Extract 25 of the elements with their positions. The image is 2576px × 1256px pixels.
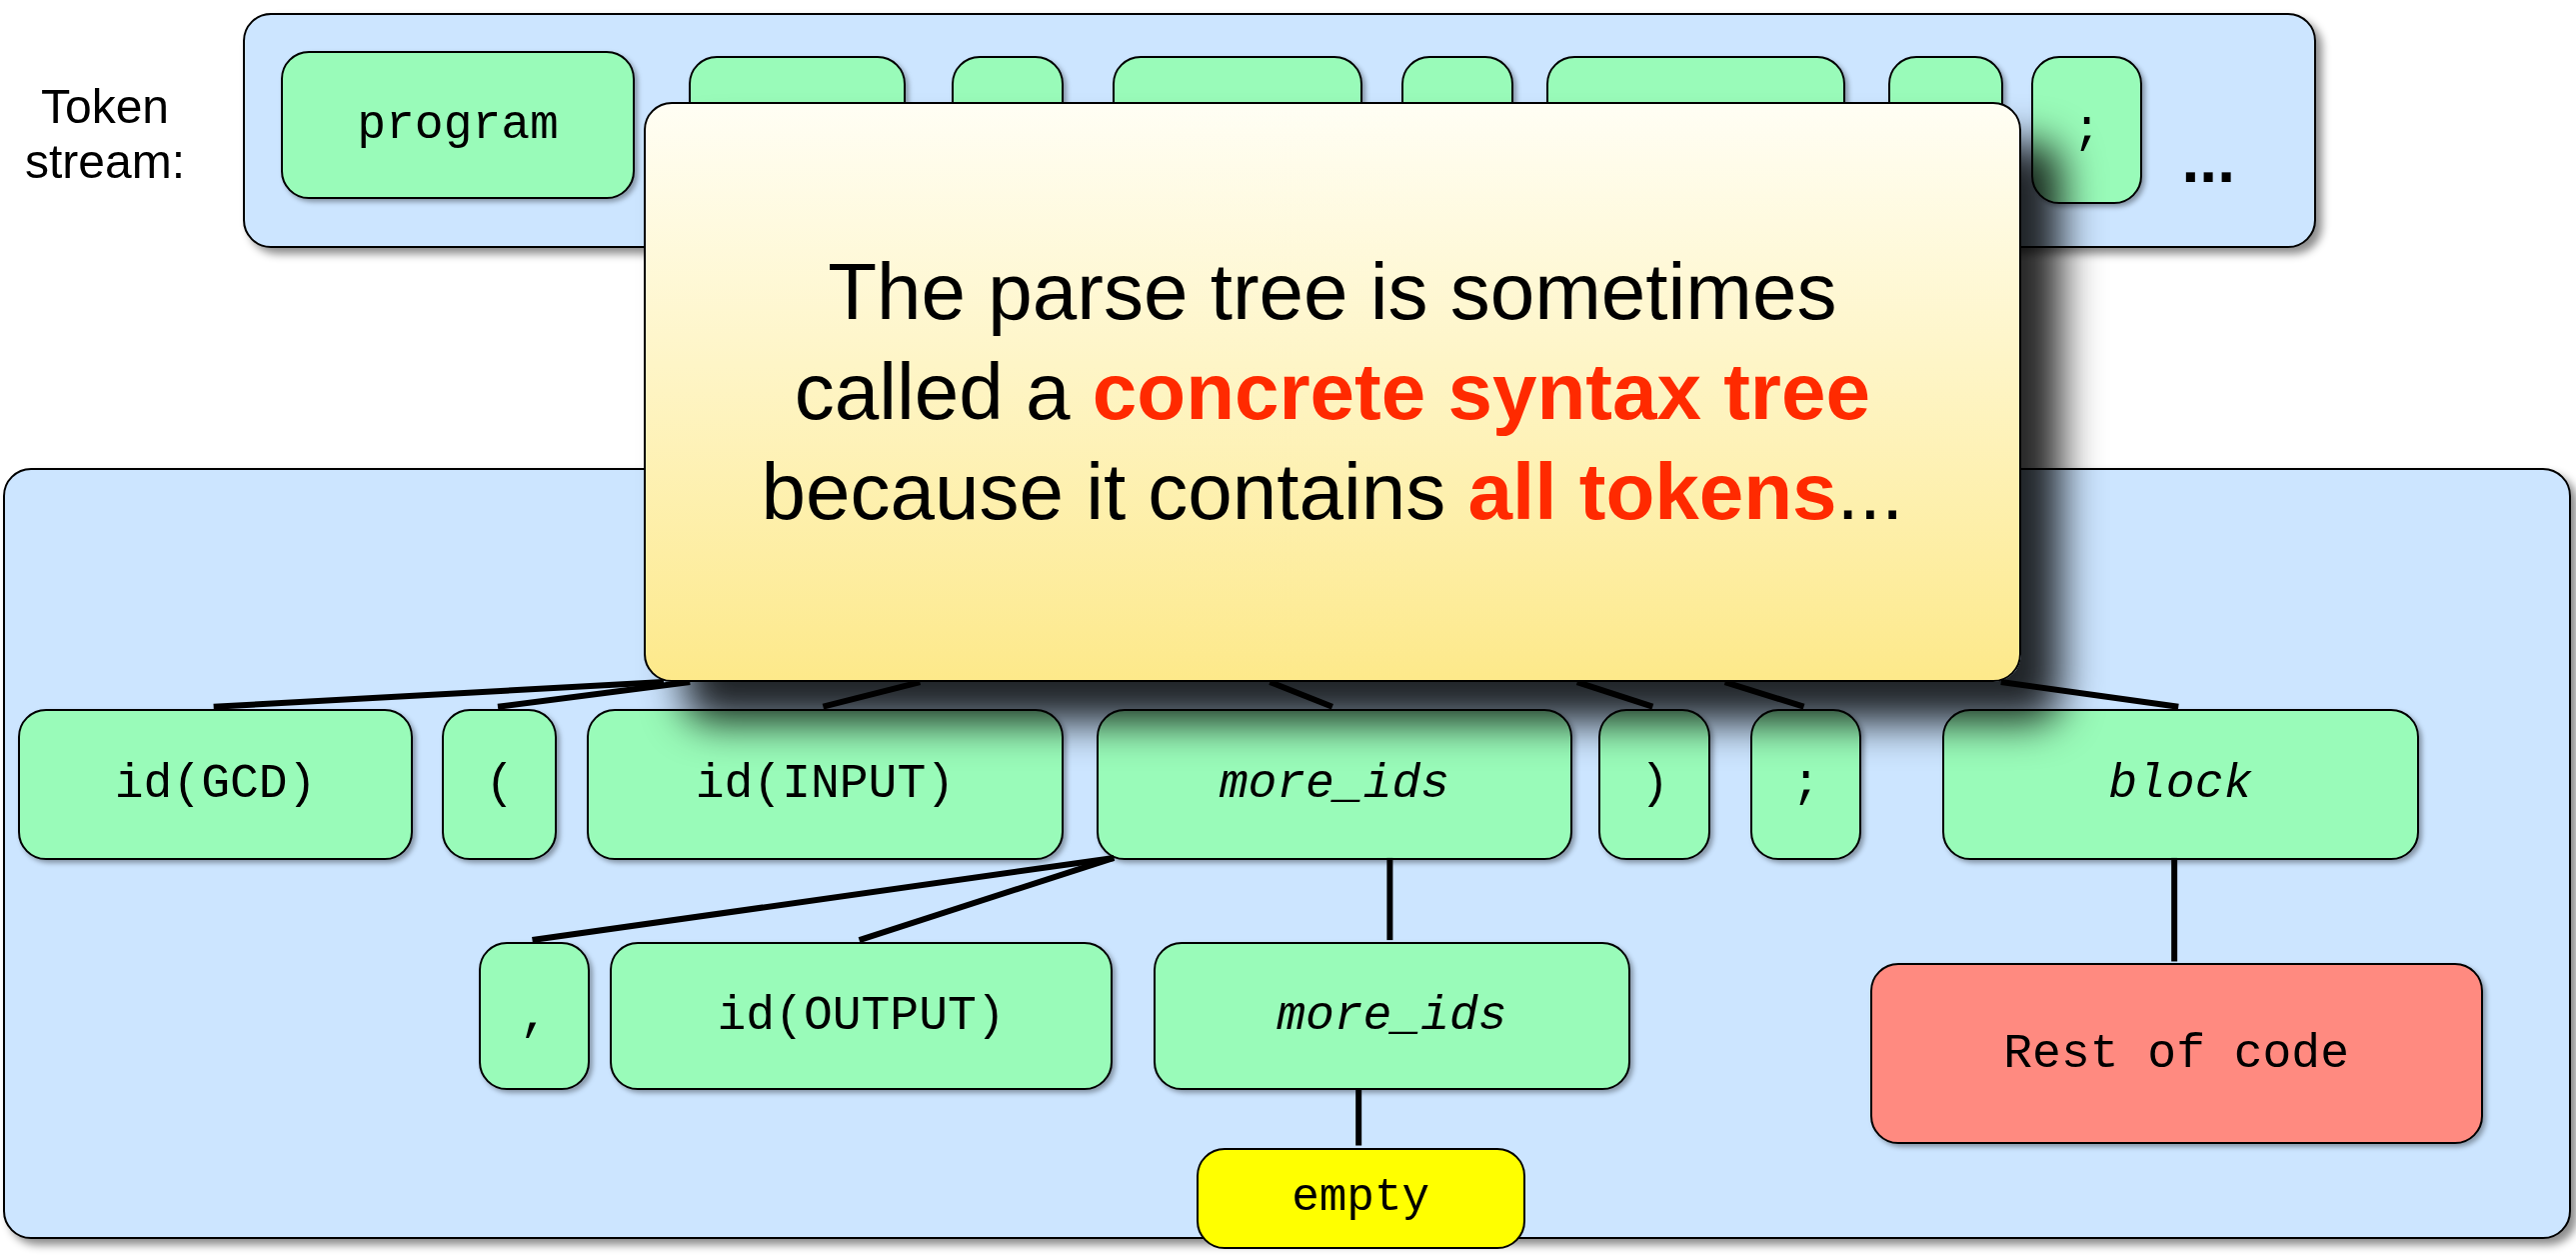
tree-node-box: (	[442, 708, 558, 860]
tree-edge	[532, 854, 1115, 944]
tree-node-box: id(GCD)	[18, 708, 413, 860]
token-box: program	[281, 51, 635, 200]
tree-edge	[2171, 857, 2178, 962]
token-box: ;	[2030, 56, 2143, 205]
tree-node-box: more_ids	[1154, 942, 1630, 1090]
tree-edge	[2000, 679, 2179, 710]
tree-node-box: Rest of code	[1869, 963, 2483, 1145]
tree-node-box: )	[1598, 708, 1711, 860]
row-label: Token stream:	[24, 78, 186, 190]
tree-node-box: ;	[1749, 708, 1862, 860]
tree-node-box: more_ids	[1096, 708, 1573, 860]
tree-edge	[858, 855, 1116, 943]
ellipsis-mark: ...	[2181, 128, 2235, 193]
tree-edge	[213, 679, 665, 710]
tree-node-box: id(INPUT)	[587, 708, 1064, 860]
callout-tooltip: The parse tree is sometimes called a concrete syntax tree because it contains all tokens...	[644, 101, 2021, 683]
tree-node-box: id(OUTPUT)	[610, 942, 1113, 1090]
tree-edge	[1355, 1088, 1362, 1146]
tree-node-box: empty	[1196, 1147, 1525, 1250]
tree-edge	[497, 679, 691, 710]
tree-edge	[1386, 857, 1393, 941]
tree-node-box: ,	[478, 942, 591, 1090]
tree-node-box: block	[1941, 708, 2419, 860]
